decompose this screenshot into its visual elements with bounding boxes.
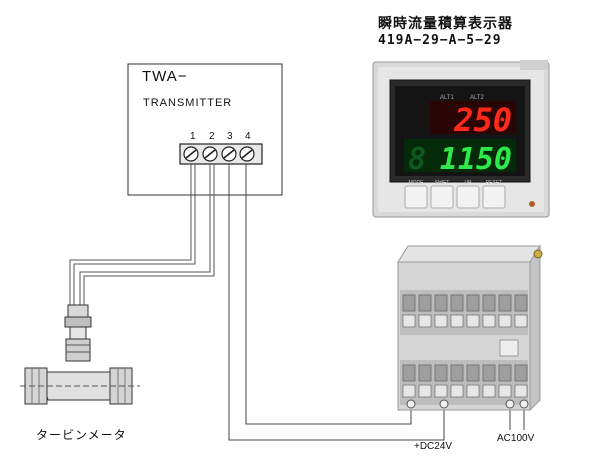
module-terminal-cover <box>498 314 512 328</box>
ac-label: AC100V <box>497 433 535 444</box>
module-terminal <box>514 294 528 312</box>
module-terminal-cover <box>418 314 432 328</box>
module-terminal-cover <box>402 384 416 398</box>
turbine-meter <box>20 304 140 405</box>
module-terminal <box>450 364 464 382</box>
module-terminal <box>434 294 448 312</box>
transmitter-subtitle: TRANSMITTER <box>143 97 233 109</box>
terminal-number: 4 <box>245 131 251 142</box>
power-wires <box>228 164 525 441</box>
module-terminal <box>498 294 512 312</box>
module-terminal <box>482 294 496 312</box>
display-bottom-dim: 8 <box>408 142 426 177</box>
wire-terminal <box>439 399 449 409</box>
terminal-number: 3 <box>227 131 233 142</box>
module-terminal <box>498 364 512 382</box>
module-terminal <box>402 364 416 382</box>
terminal-block <box>179 143 263 165</box>
module-terminal <box>482 364 496 382</box>
module-terminal <box>418 364 432 382</box>
meter-model: 419A−29−A−5−29 <box>378 33 502 48</box>
meter-key-label: UP <box>465 180 473 186</box>
meter-key-1 <box>430 185 454 209</box>
module-terminal <box>450 294 464 312</box>
meter-key-label: MODE <box>409 180 425 186</box>
module-terminal-cover <box>482 384 496 398</box>
transmitter-box <box>127 63 283 196</box>
module-terminal-cover <box>466 314 480 328</box>
terminal-number: 2 <box>209 131 215 142</box>
alt2-indicator: ALT2 <box>470 95 485 101</box>
module-terminal <box>402 294 416 312</box>
module-terminal-cover <box>498 384 512 398</box>
power-module <box>397 244 543 412</box>
dc-label: +DC24V <box>414 441 453 452</box>
module-terminal-cover <box>418 384 432 398</box>
module-terminal <box>434 364 448 382</box>
wire-terminal <box>505 399 515 409</box>
signal-wires <box>69 164 215 305</box>
display-bottom-value: 1150 <box>440 142 512 177</box>
terminal-screw <box>183 146 199 162</box>
wire-terminal <box>406 399 416 409</box>
alt1-indicator: ALT1 <box>440 95 455 101</box>
wire-terminal <box>519 399 529 409</box>
meter-name: 瞬時流量積算表示器 <box>378 16 513 32</box>
turbine-label: タービンメータ <box>36 428 127 442</box>
module-terminal-cover <box>514 384 528 398</box>
terminal-screw <box>202 146 218 162</box>
terminal-screw <box>239 146 255 162</box>
module-terminal <box>466 364 480 382</box>
module-terminal <box>466 294 480 312</box>
flow-indicator: MODE SHIFT UP RESET <box>372 60 550 218</box>
transmitter-title: TWA− <box>142 68 188 85</box>
module-terminal-cover <box>450 384 464 398</box>
module-terminal <box>418 294 432 312</box>
meter-key-label: RESET <box>486 180 503 186</box>
meter-key-label: SHIFT <box>435 180 449 186</box>
module-terminal-cover <box>466 384 480 398</box>
module-terminal-cover <box>450 314 464 328</box>
module-terminal-cover <box>402 314 416 328</box>
module-terminal-cover <box>434 314 448 328</box>
meter-key-0 <box>404 185 428 209</box>
module-terminal-cover <box>514 314 528 328</box>
display-top-value: 250 <box>453 101 512 139</box>
terminal-screw <box>221 146 237 162</box>
meter-key-2 <box>456 185 480 209</box>
module-terminal-cover <box>482 314 496 328</box>
meter-key-3 <box>482 185 506 209</box>
module-terminal <box>514 364 528 382</box>
module-terminal-cover <box>434 384 448 398</box>
terminal-number: 1 <box>190 131 196 142</box>
